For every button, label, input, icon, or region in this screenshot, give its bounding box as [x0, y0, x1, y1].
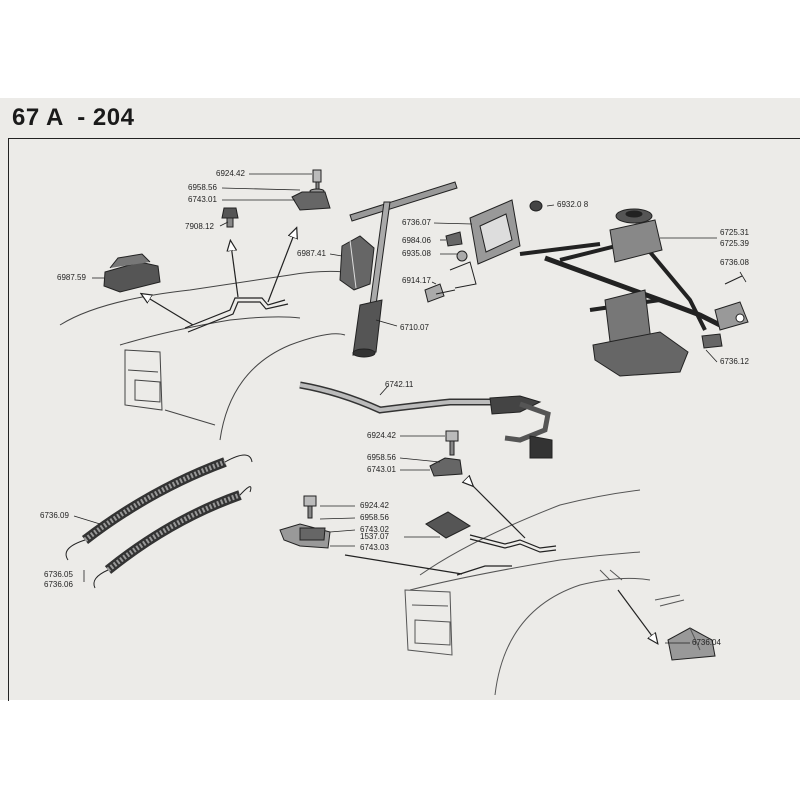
label-6736-08: 6736.08 [720, 258, 749, 267]
label-6725-31: 6725.31 [720, 228, 749, 237]
label-6932-08: 6932.0 8 [557, 200, 589, 209]
label-6742-11: 6742.11 [385, 380, 414, 389]
label-6958-56-mid: 6958.56 [367, 453, 396, 462]
bolt-clamp-mid [429, 430, 463, 477]
label-6736-07: 6736.07 [402, 218, 431, 227]
label-6914-17: 6914.17 [402, 276, 431, 285]
label-6924-42-mid: 6924.42 [367, 431, 396, 440]
label-6736-09: 6736.09 [40, 511, 69, 520]
label-6710-07: 6710.07 [400, 323, 429, 332]
label-6987-41: 6987.41 [297, 249, 326, 258]
support-bracket-upper [145, 232, 295, 333]
page-title: 67 A - 204 [12, 104, 135, 131]
label-6743-01-top: 6743.01 [188, 195, 217, 204]
car-front-lower [404, 489, 685, 696]
car-front-upper [59, 270, 346, 441]
catalog-sheet [0, 98, 800, 700]
crank-handle [299, 381, 553, 459]
label-6984-06: 6984.06 [402, 236, 431, 245]
leader-lines [73, 173, 747, 644]
label-6924-42-low: 6924.42 [360, 501, 389, 510]
label-6924-42-top: 6924.42 [216, 169, 245, 178]
label-6958-56-top: 6958.56 [188, 183, 217, 192]
wheel-chock [667, 627, 716, 661]
clip-6987-41 [339, 235, 375, 291]
label-6743-02: 6743.02 [360, 525, 389, 534]
bolt-small [424, 231, 468, 303]
diagram-frame [8, 138, 800, 701]
label-6987-59: 6987.59 [57, 273, 86, 282]
scissor-jack [519, 208, 749, 377]
label-6725-39: 6725.39 [720, 239, 749, 248]
label-1537-07: 1537.07 [360, 532, 389, 541]
jack-plate [449, 199, 543, 289]
clip-6987-59 [103, 253, 161, 293]
tension-springs [65, 454, 253, 589]
label-6736-04: 6736.04 [692, 638, 721, 647]
label-6743-01-mid: 6743.01 [367, 465, 396, 474]
label-7908-12: 7908.12 [185, 222, 214, 231]
label-6958-56-low: 6958.56 [360, 513, 389, 522]
label-6935-08: 6935.08 [402, 249, 431, 258]
label-6736-12: 6736.12 [720, 357, 749, 366]
bolt-clamp-top [221, 169, 331, 228]
bolt-clamp-low [279, 495, 472, 549]
label-6736-05: 6736.05 [44, 570, 73, 579]
label-6736-06: 6736.06 [44, 580, 73, 589]
support-bracket-lower [344, 483, 655, 640]
label-6743-03: 6743.03 [360, 543, 389, 552]
t-wrench [349, 181, 458, 358]
